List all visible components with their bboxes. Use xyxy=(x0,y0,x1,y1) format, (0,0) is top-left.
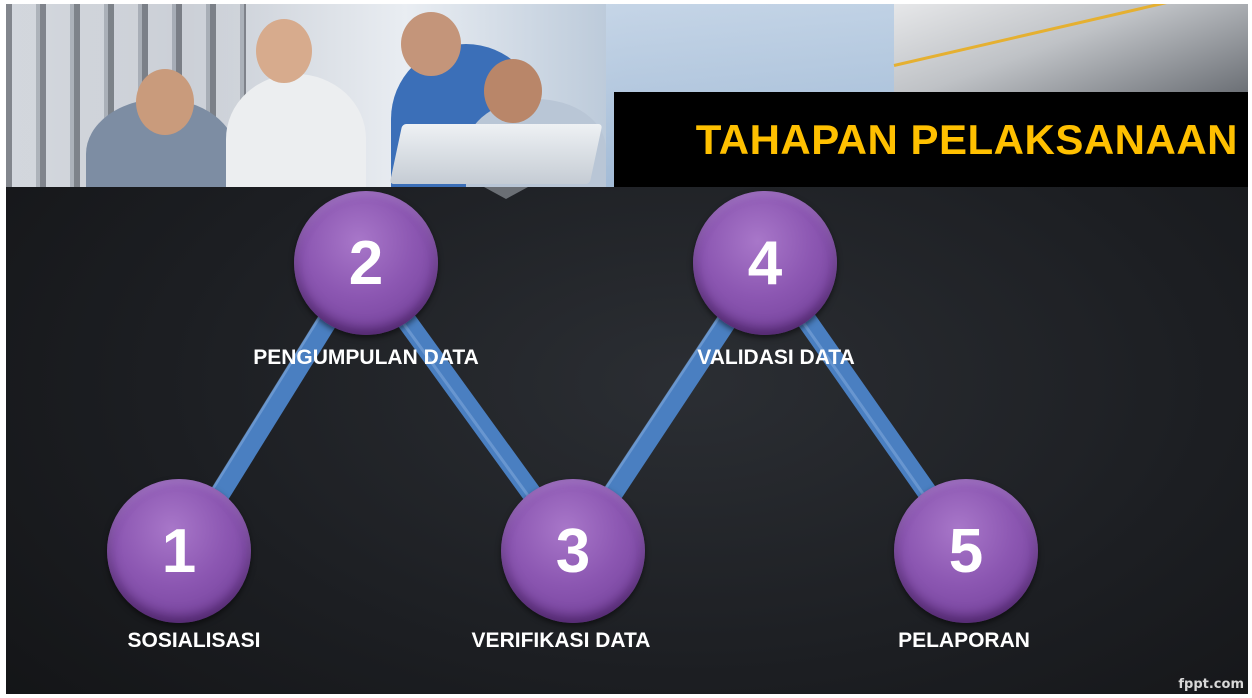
step-label-2: PENGUMPULAN DATA xyxy=(253,346,479,369)
header-notch xyxy=(484,187,528,199)
slide: TAHAPAN PELAKSANAAN 1 2 3 4 5 SOSIALISAS… xyxy=(6,4,1248,694)
person-figure xyxy=(226,74,366,187)
slide-title: TAHAPAN PELAKSANAAN xyxy=(695,116,1238,163)
watermark: fppt.com xyxy=(1178,677,1244,692)
person-head xyxy=(256,19,312,83)
step-circle-3: 3 xyxy=(501,479,645,623)
header-photo xyxy=(6,4,894,187)
step-circle-2: 2 xyxy=(294,191,438,335)
step-circle-4: 4 xyxy=(693,191,837,335)
step-circle-1: 1 xyxy=(107,479,251,623)
top-right-panel xyxy=(893,4,1248,92)
title-box: TAHAPAN PELAKSANAAN xyxy=(614,92,1248,187)
step-label-1: SOSIALISASI xyxy=(127,629,261,652)
person-head xyxy=(136,69,194,135)
person-head xyxy=(401,12,461,76)
step-label-3: VERIFIKASI DATA xyxy=(471,629,651,652)
step-label-5: PELAPORAN xyxy=(898,629,1030,652)
person-head xyxy=(484,59,542,123)
step-circle-5: 5 xyxy=(894,479,1038,623)
step-label-4: VALIDASI DATA xyxy=(697,346,855,369)
